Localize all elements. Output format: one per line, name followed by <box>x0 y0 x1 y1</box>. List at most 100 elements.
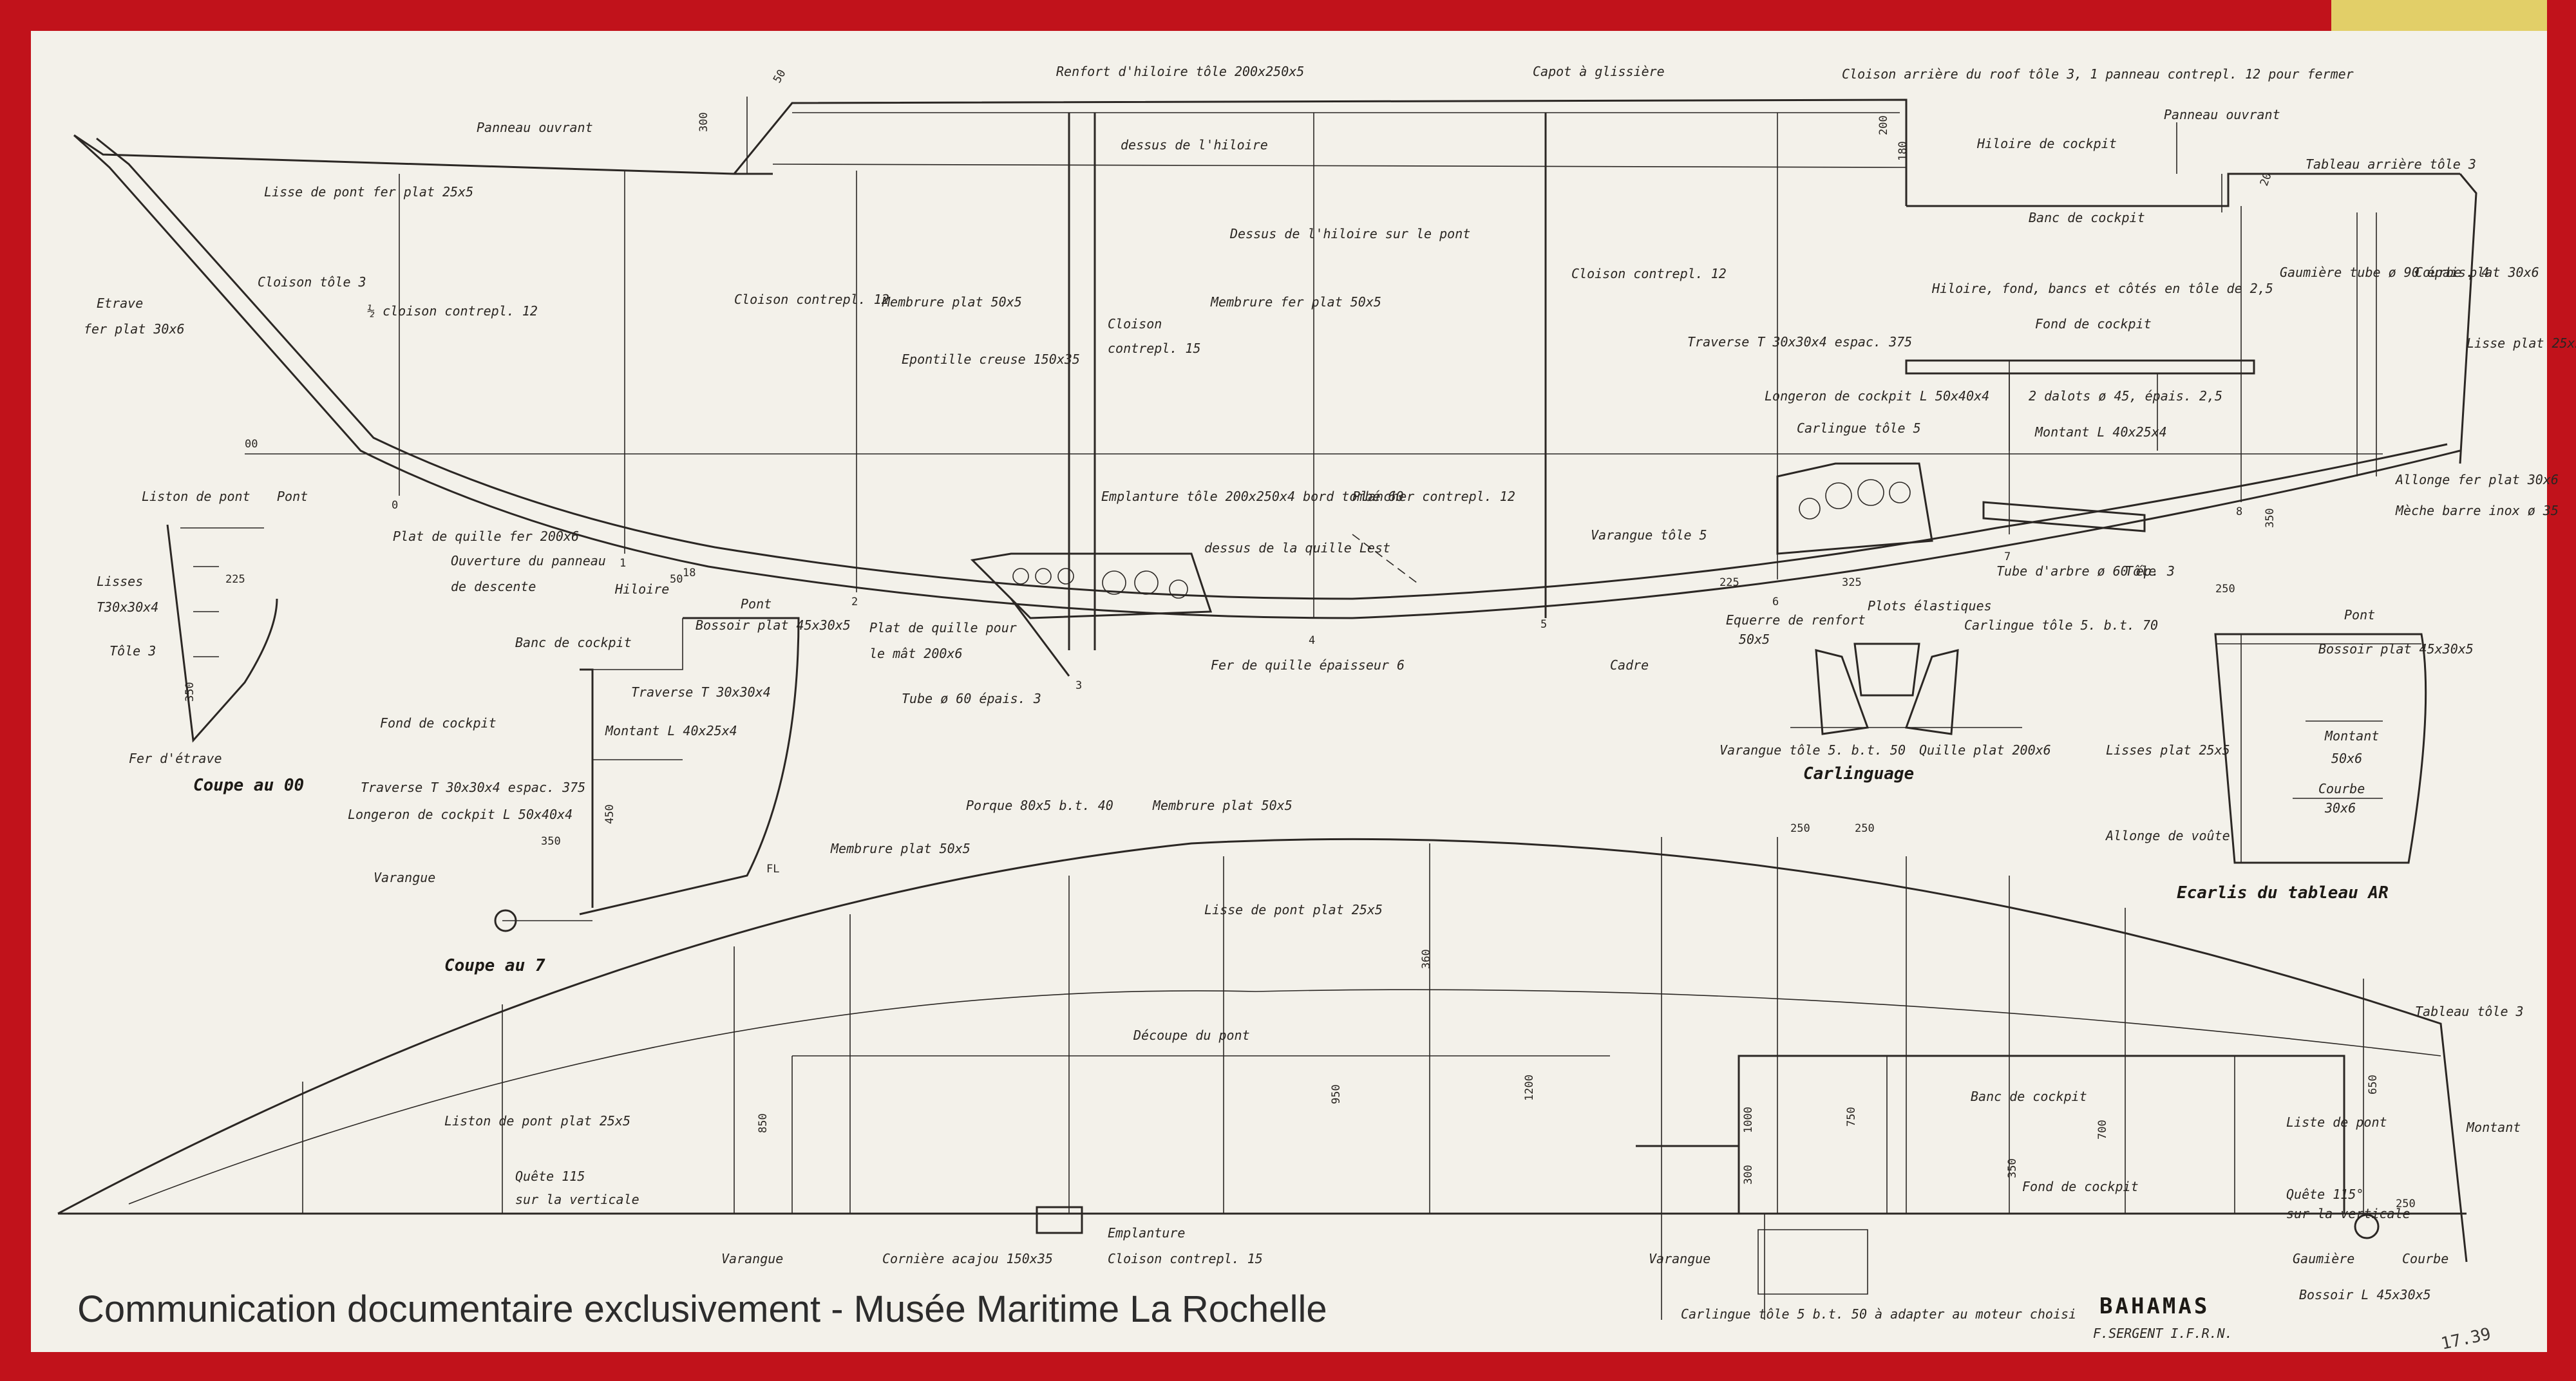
label-dessus-hiloire-pont: Dessus de l'hiloire sur le pont <box>1229 226 1470 241</box>
station-6: 6 <box>1772 596 1779 608</box>
carlingue-plan <box>1661 1214 1765 1320</box>
label-gaumiere: Gaumière tube ø 90 épais. 4 <box>2280 265 2489 280</box>
deck-outline <box>57 838 2468 1263</box>
station-4: 4 <box>1309 634 1315 647</box>
c-hole-2 <box>1825 482 1852 509</box>
carlinguage-title: Carlinguage <box>1803 764 1914 784</box>
watermark: Communication documentaire exclusivement… <box>77 1288 1327 1330</box>
coupe-7-dim-450: 450 <box>603 804 616 824</box>
label-tableau-tole: Tableau tôle 3 <box>2415 1004 2524 1019</box>
label-cloison-tole: Cloison tôle 3 <box>258 274 366 290</box>
hole-3 <box>1057 568 1074 585</box>
label-cloison-arriere: Cloison arrière du roof tôle 3, 1 pannea… <box>1842 66 2354 82</box>
coupe-00-lisses <box>193 566 219 657</box>
label-plat-quille: Plat de quille fer 200x6 <box>393 529 579 544</box>
rudder-stock <box>2356 212 2377 476</box>
tableau-ar-montant-2: 50x6 <box>2331 751 2362 766</box>
tableau-ar-structure <box>2215 634 2421 863</box>
label-banc-cockpit-plan: Banc de cockpit <box>1971 1089 2087 1104</box>
station-0: 0 <box>392 499 398 512</box>
dim-plan-250b: 250 <box>1855 822 1875 835</box>
coupe-7-montant: Montant L 40x25x4 <box>605 723 737 738</box>
dim-350: 350 <box>2264 508 2277 528</box>
tableau-ar-montant-1: Montant <box>2324 728 2379 744</box>
coupe-7-title: Coupe au 7 <box>444 956 545 975</box>
c-hole-3 <box>1857 479 1884 506</box>
label-plots-elastiques: Plots élastiques <box>1868 598 1992 614</box>
label-carlingue-tole5: Carlingue tôle 5. b.t. 70 <box>1964 617 2158 633</box>
title-block: BAHAMAS F.SERGENT I.F.R.N. <box>2093 1293 2233 1341</box>
label-bossoir-plan: Bossoir L 45x30x5 <box>2299 1287 2431 1302</box>
dim-plan-650: 650 <box>2367 1075 2380 1094</box>
label-cloison-15-1: Cloison <box>1108 316 1162 332</box>
corner-tape <box>2331 0 2547 33</box>
hole-5 <box>1134 570 1159 595</box>
coupe-7-banc <box>592 618 683 760</box>
tableau-ar-lisses: Lisses plat 25x5 <box>2106 742 2230 758</box>
cockpit-plan <box>1636 1055 2345 1214</box>
station-5: 5 <box>1540 618 1547 631</box>
coupe-7-hiloire: Hiloire <box>614 581 669 597</box>
tableau-ar-allonge: Allonge de voûte <box>2105 828 2230 843</box>
tableau-ar-title: Ecarlis du tableau AR <box>2177 883 2389 903</box>
tableau-ar-pont: Pont <box>2344 607 2375 623</box>
label-etrave-2: fer plat 30x6 <box>84 321 185 337</box>
tableau-ar: Pont Bossoir plat 45x30x5 Montant 50x6 L… <box>2105 607 2474 903</box>
label-cloison-plan: Cloison contrepl. 15 <box>1108 1251 1263 1266</box>
label-longeron: Longeron de cockpit L 50x40x4 <box>1765 388 1989 404</box>
cockpit-coaming <box>1906 173 2460 207</box>
dim-200: 200 <box>1877 115 1890 135</box>
label-cloison-contrepl-a: Cloison contrepl. 12 <box>734 292 889 307</box>
label-membrure-a: Membrure plat 50x5 <box>882 294 1022 310</box>
label-montant-plan: Montant <box>2466 1120 2521 1135</box>
label-carlingue-tole: Carlingue tôle 5 <box>1797 420 1921 436</box>
engine-bed <box>1757 1229 1868 1295</box>
tableau-ar-outline <box>2214 633 2427 864</box>
dim-180: 180 <box>1897 141 1909 161</box>
label-fond-cockpit: Fond de cockpit <box>2035 316 2152 332</box>
label-varangue-plan-a: Varangue <box>721 1251 783 1266</box>
c-hole-1 <box>1799 498 1821 520</box>
coupe-00-title: Coupe au 00 <box>193 776 304 795</box>
coupe-7-hull <box>579 617 800 916</box>
label-panneau-ouvrant-fwd: Panneau ouvrant <box>477 120 593 135</box>
label-ouverture-2: de descente <box>451 579 536 594</box>
tableau-ar-bossoir: Bossoir plat 45x30x5 <box>2318 641 2474 657</box>
keel-line <box>73 134 2461 619</box>
mast-step-plan <box>1036 1206 1083 1234</box>
keel-line-inner <box>96 137 2448 600</box>
coupe-00: Liston de pont Pont Lisses T30x30x4 Tôle… <box>97 489 308 795</box>
dim-plan-1200: 1200 <box>1523 1075 1536 1101</box>
dim-plan-360: 360 <box>1420 949 1433 969</box>
label-traverse-t: Traverse T 30x30x4 espac. 375 <box>1687 334 1912 350</box>
coupe-00-fer-etrave: Fer d'étrave <box>129 751 222 766</box>
label-demi-cloison: ½ cloison contrepl. 12 <box>367 303 538 319</box>
station-2: 2 <box>851 596 858 608</box>
coupe-7-varangue: Varangue <box>374 870 435 885</box>
dim-plan-250c: 250 <box>2396 1198 2416 1210</box>
label-varangue-tole-bt: Varangue tôle 5. b.t. 50 <box>1719 742 1906 758</box>
coupe-00-lisses-1: Lisses <box>97 574 143 589</box>
dim-plan-700: 700 <box>2096 1120 2109 1140</box>
cockpit-posts <box>2009 373 2158 451</box>
label-liston-plan: Liston de pont plat 25x5 <box>444 1113 630 1129</box>
station-1: 1 <box>620 557 626 570</box>
dim-plan-750: 750 <box>1845 1107 1858 1127</box>
coupe-00-dim-225: 225 <box>225 573 245 586</box>
label-cadre: Cadre <box>1610 657 1649 673</box>
label-liste-pont: Liste de pont <box>2286 1114 2387 1130</box>
label-capot-glissiere: Capot à glissière <box>1533 64 1665 79</box>
label-fer-quille: Fer de quille épaisseur 6 <box>1211 657 1405 673</box>
label-plat-quille-mat-1: Plat de quille pour <box>869 620 1017 635</box>
station-marks: 00 0 1 2 3 4 5 6 7 8 <box>245 438 2242 692</box>
label-allonge: Allonge fer plat 30x6 <box>2394 472 2559 487</box>
label-dalots: 2 dalots ø 45, épais. 2,5 <box>2029 388 2222 404</box>
label-membrure-plan-a: Membrure plat 50x5 <box>1152 798 1293 813</box>
deck-plan-labels: Porque 80x5 b.t. 40 Membrure plat 50x5 M… <box>444 798 2524 1322</box>
label-varangue-tole: Varangue tôle 5 <box>1591 527 1707 543</box>
coupe-7-dim-18: 18 <box>683 567 696 579</box>
carlinguage-detail: Equerre de renfort 50x5 Plots élastiques… <box>1719 598 2158 784</box>
keel-strut <box>1010 598 1070 677</box>
